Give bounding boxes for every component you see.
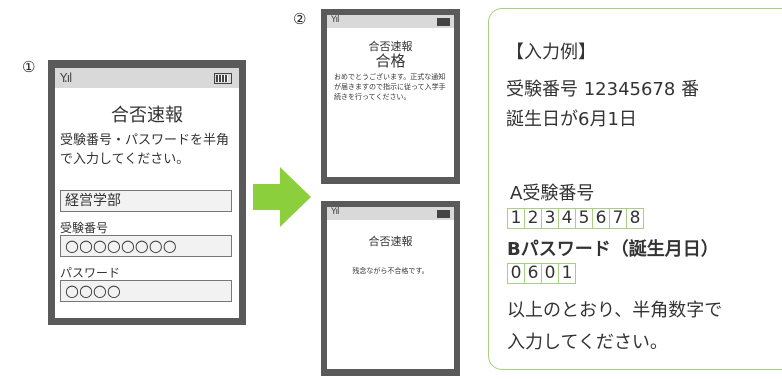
example-heading: 【入力例】 bbox=[506, 42, 596, 63]
phone-screen-fail bbox=[327, 207, 454, 369]
exam-digit-boxes: 1 2 3 4 5 6 7 8 bbox=[507, 208, 644, 229]
result-title: 合否速報 bbox=[368, 40, 413, 53]
example-note-line1: 以上のとおり、半角数字で bbox=[507, 300, 723, 321]
digit-box: 0 bbox=[542, 263, 559, 284]
digit-box: 6 bbox=[525, 263, 542, 284]
digit-box: 5 bbox=[576, 208, 593, 229]
example-a-label: A受験番号 bbox=[510, 183, 595, 204]
example-b-label: Bパスワード（誕生月日） bbox=[507, 239, 719, 260]
result-status: 合格 bbox=[375, 52, 406, 70]
digit-box: 1 bbox=[507, 208, 525, 229]
digit-box: 6 bbox=[593, 208, 610, 229]
digit-box: 2 bbox=[525, 208, 542, 229]
example-exam-number: 受験番号 12345678 番 bbox=[506, 79, 700, 100]
signal-icon: Y.ıl bbox=[60, 71, 72, 85]
phone-screen-pass bbox=[327, 15, 454, 177]
password-label: パスワード bbox=[60, 266, 121, 280]
exam-number-label: 受験番号 bbox=[60, 221, 109, 235]
exam-number-input[interactable]: ○○○○○○○○ bbox=[60, 235, 232, 257]
signal-icon: Yıl bbox=[331, 207, 339, 217]
password-input[interactable]: ○○○○ bbox=[60, 280, 232, 302]
digit-box: 8 bbox=[627, 208, 644, 229]
example-note-line2: 入力してください。 bbox=[507, 332, 668, 353]
instructions-text: 受験番号・パスワードを半角で入力してください。 bbox=[60, 133, 230, 167]
digit-box: 4 bbox=[559, 208, 576, 229]
department-select[interactable]: 経営学部 bbox=[60, 190, 232, 212]
battery-icon bbox=[214, 73, 232, 84]
status-bar bbox=[327, 15, 454, 28]
result-message: おめでとうございます。正式な通知が届きますので指示に従って入学手続きを行ってくだ… bbox=[334, 73, 446, 101]
digit-box: 0 bbox=[507, 263, 525, 284]
page-title: 合否速報 bbox=[111, 105, 183, 126]
password-digit-boxes: 0 6 0 1 bbox=[507, 263, 576, 284]
step-number-2: ② bbox=[293, 10, 307, 28]
digit-box: 1 bbox=[559, 263, 576, 284]
status-bar bbox=[55, 68, 239, 88]
result-title: 合否速報 bbox=[368, 235, 413, 248]
input-example-panel bbox=[488, 8, 782, 370]
digit-box: 7 bbox=[610, 208, 627, 229]
step-number-1: ① bbox=[22, 58, 36, 76]
battery-icon bbox=[437, 210, 450, 218]
right-arrow-icon bbox=[253, 167, 311, 227]
result-message: 残念ながら不合格です。 bbox=[352, 267, 429, 275]
signal-icon: Yıl bbox=[331, 15, 339, 25]
status-bar bbox=[327, 207, 454, 220]
example-birthday: 誕生日が6月1日 bbox=[506, 109, 637, 130]
digit-box: 3 bbox=[542, 208, 559, 229]
battery-icon bbox=[437, 18, 450, 26]
